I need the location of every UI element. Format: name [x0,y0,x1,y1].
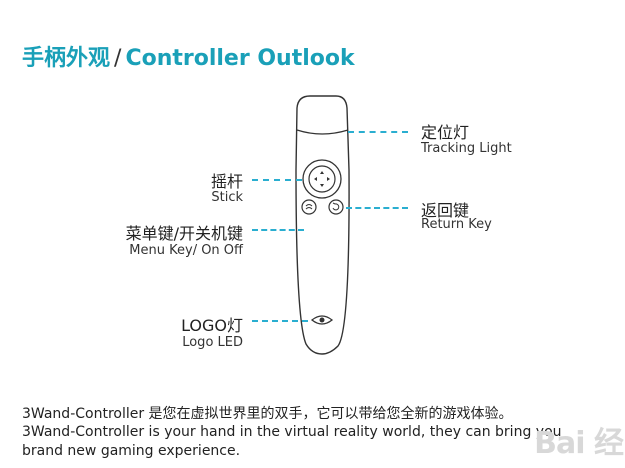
menu-key-label-en: Menu Key/ On Off [129,243,243,258]
tracking-light-leader [348,131,408,133]
baidu-watermark: Bai 经 [534,426,624,461]
stick-icon [302,159,342,199]
menu-key-icon [301,199,317,215]
stick-leader [252,179,302,181]
tracking-light-band [296,129,349,135]
controller-body [295,95,350,355]
page-title: 手柄外观/Controller Outlook [22,40,355,72]
stick-label-en: Stick [211,190,243,205]
description-line-2: 3Wand-Controller is your hand in the vir… [22,424,562,440]
logo-led-icon [310,315,334,325]
return-key-leader [346,207,408,209]
title-separator: / [114,46,122,71]
return-key-label-en: Return Key [421,217,492,232]
menu-key-leader [252,229,304,231]
logo-led-label-en: Logo LED [182,335,243,350]
return-key-icon [328,199,344,215]
title-zh: 手柄外观 [22,46,111,71]
stick-label-zh: 摇杆 [210,172,243,191]
description-line-1: 3Wand-Controller 是您在虚拟世界里的双手，它可以带给您全新的游戏… [22,406,513,422]
tracking-light-label-en: Tracking Light [421,141,512,156]
logo-led-leader [252,320,308,322]
description-line-3: brand new gaming experience. [22,443,241,459]
return-key-label-zh: 返回键 [421,201,470,220]
menu-key-label-zh: 菜单键/开关机键 [125,224,243,243]
title-en: Controller Outlook [125,46,355,71]
tracking-light-label-zh: 定位灯 [421,123,470,142]
logo-led-label-zh: LOGO灯 [181,316,243,335]
